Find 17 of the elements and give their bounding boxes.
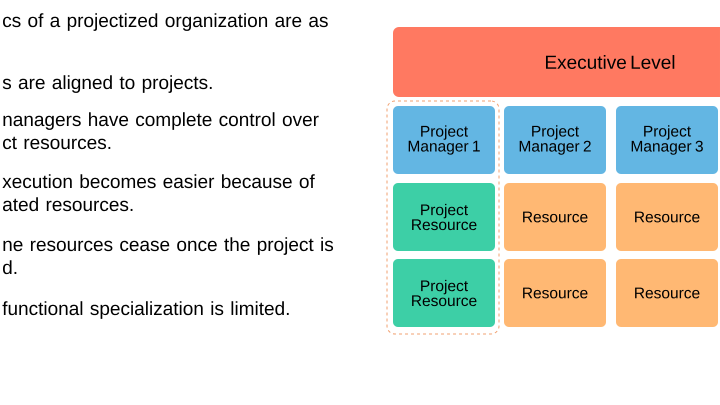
- manager-box: Project Manager 2: [504, 106, 606, 174]
- bullet-text: s are aligned to projects.: [2, 75, 212, 93]
- resource-box: Resource: [504, 183, 606, 251]
- manager-box: Project Manager 3: [616, 106, 718, 174]
- bullet-text: functional specialization is limited.: [2, 301, 289, 319]
- resource-box: Resource: [616, 259, 718, 327]
- bullet-text: xecution becomes easier because of ated resources.: [2, 174, 315, 212]
- manager-box: Project Manager 1: [393, 106, 495, 174]
- bullet-text: nanagers have complete control over ct resources.: [3, 112, 319, 150]
- resource-box: Resource: [504, 259, 606, 327]
- bullet-text: cs of a projectized organization are as: [3, 13, 328, 31]
- level-box: Executive Level: [393, 27, 720, 97]
- bullet-text: ne resources cease once the project is d.: [3, 237, 334, 274]
- resource-box: Project Resource: [393, 259, 495, 327]
- resource-box: Project Resource: [393, 183, 495, 251]
- resource-box: Resource: [616, 183, 718, 251]
- group-outline: [386, 100, 500, 334]
